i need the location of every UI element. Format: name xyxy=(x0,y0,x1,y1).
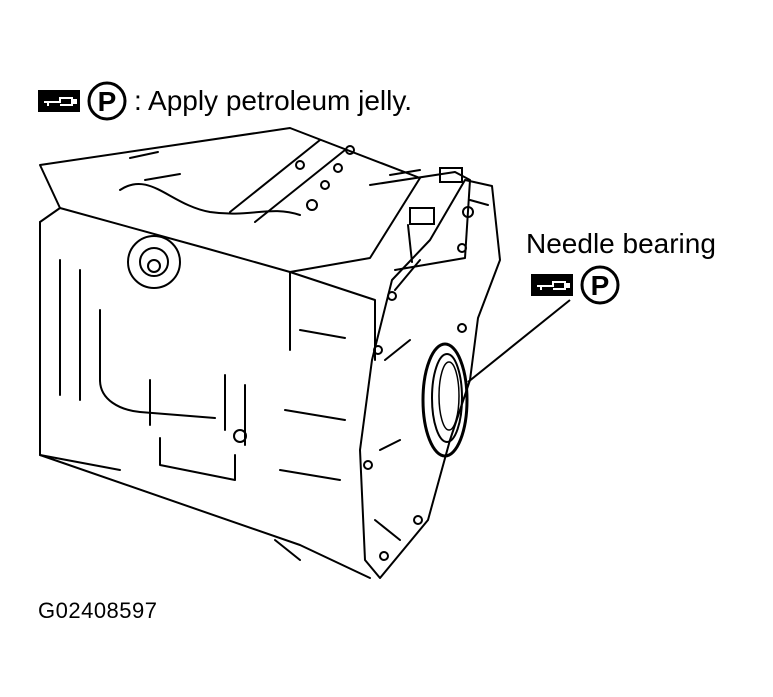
needle-bearing-callout: Needle bearing P xyxy=(526,228,716,306)
case-top-deck xyxy=(39,127,421,273)
flange-holes xyxy=(233,145,474,561)
grease-gun-icon xyxy=(531,274,573,296)
needle-bearing xyxy=(421,342,469,458)
callout-label: Needle bearing xyxy=(526,228,716,259)
petroleum-jelly-p-icon: P xyxy=(87,81,127,121)
case-left-wall xyxy=(39,221,371,579)
bolt-head-top xyxy=(439,167,463,183)
petroleum-jelly-p-icon: P xyxy=(580,265,620,305)
p-letter: P xyxy=(98,86,117,117)
figure-id: G02408597 xyxy=(38,598,158,623)
legend: P : Apply petroleum jelly. xyxy=(38,80,412,122)
legend-text: : Apply petroleum jelly. xyxy=(134,85,413,116)
oil-plug xyxy=(127,235,181,289)
callout-leader-line xyxy=(467,299,571,383)
bolt-head-center xyxy=(409,207,435,225)
p-letter: P xyxy=(591,270,610,301)
grease-gun-icon xyxy=(38,90,80,112)
bolt-heads xyxy=(127,167,463,289)
